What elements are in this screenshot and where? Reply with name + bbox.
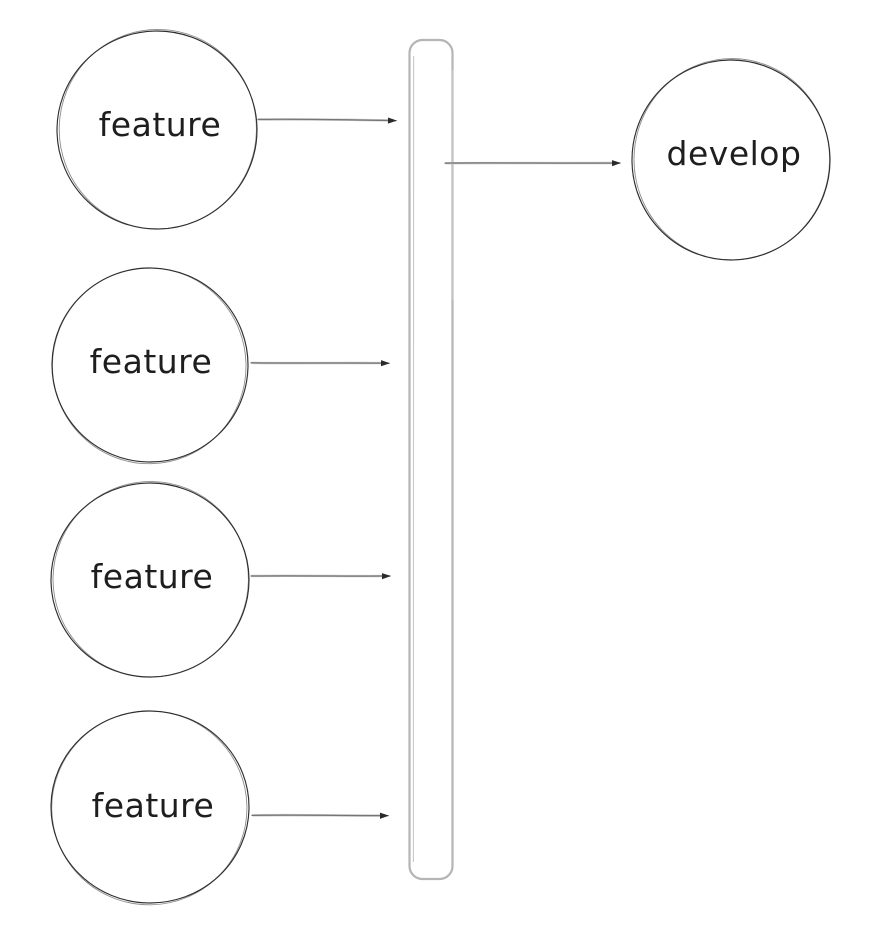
- feature-node-2-label: feature: [90, 342, 213, 381]
- feature-node-3: feature: [50, 481, 250, 678]
- develop-node-circle-sketch: [633, 58, 831, 261]
- arrow-feature-4-to-bar: [251, 812, 389, 819]
- feature-node-1-label: feature: [99, 105, 222, 144]
- feature-node-3-label: feature: [91, 557, 214, 596]
- merge-bar-shape: [408, 38, 454, 881]
- feature-node-4: feature: [50, 710, 250, 906]
- arrow-feature-1-line: [257, 117, 397, 124]
- merge-bar: [408, 38, 454, 881]
- arrow-feature-1-to-bar: [257, 117, 397, 124]
- feature-node-4-label: feature: [92, 786, 215, 825]
- develop-node: develop: [631, 58, 831, 261]
- feature-node-1: feature: [56, 28, 258, 230]
- arrow-feature-4-line: [251, 812, 389, 819]
- feature-node-1-circle-sketch: [58, 28, 257, 230]
- feature-node-2: feature: [51, 267, 249, 465]
- feature-node-4-circle-sketch: [51, 710, 248, 906]
- develop-node-label: develop: [667, 134, 802, 173]
- feature-node-2-circle-sketch: [51, 267, 247, 465]
- feature-node-3-circle-sketch: [52, 481, 249, 678]
